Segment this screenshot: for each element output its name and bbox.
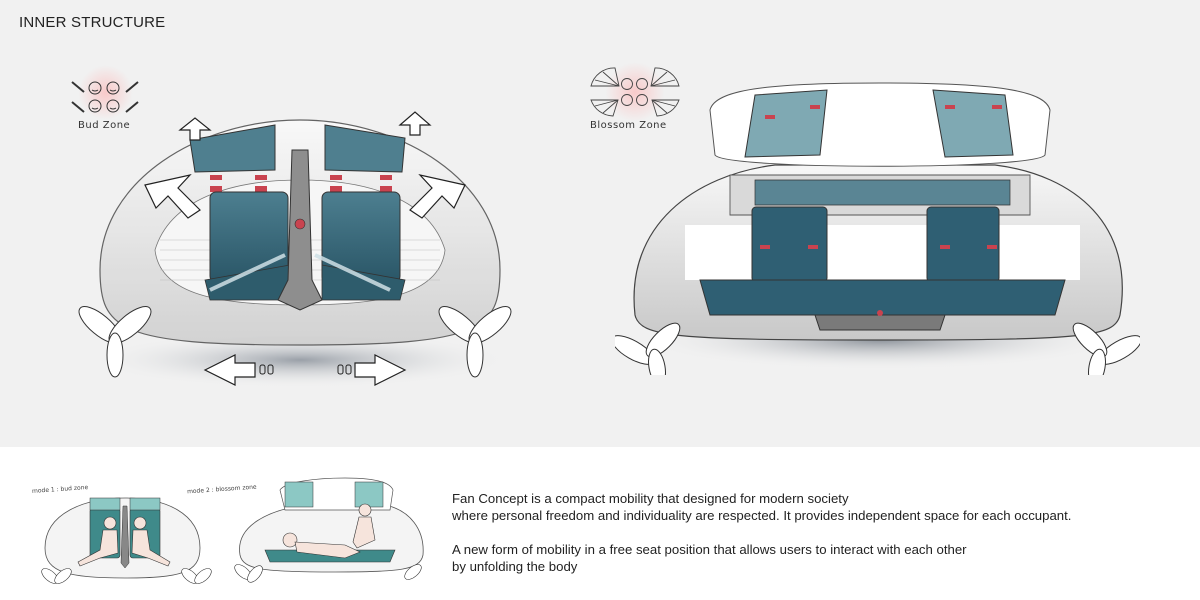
glow-decoration <box>78 65 133 120</box>
bud-zone-badge: Bud Zone <box>60 65 150 135</box>
arrow-up-left-icon <box>178 117 212 141</box>
thumbnail-mode1: mode 1 : bud zone <box>30 478 220 590</box>
description-line: Fan Concept is a compact mobility that d… <box>452 491 849 506</box>
arrow-up-right-icon <box>398 111 432 136</box>
description-line: A new form of mobility in a free seat po… <box>452 542 967 557</box>
description-line: where personal freedom and individuality… <box>452 508 1072 523</box>
arrow-right-icon <box>354 354 407 386</box>
blossom-zone-occupants-sketch <box>234 477 424 583</box>
arrow-left-icon <box>203 354 256 386</box>
blossom-zone-interior-sketch <box>615 82 1140 375</box>
concept-description: Fan Concept is a compact mobility that d… <box>452 490 1071 575</box>
fan-left <box>78 306 152 378</box>
blossom-zone-label: Blossom Zone <box>590 120 667 131</box>
page-title: INNER STRUCTURE <box>19 14 166 31</box>
bud-zone-occupants-sketch <box>41 497 212 584</box>
arrow-diag-left-icon <box>144 173 201 219</box>
blossom-zone-badge: Blossom Zone <box>585 62 685 137</box>
thumbnail-mode2: mode 2 : blossom zone <box>185 470 425 590</box>
four-faces-with-fans-open-icon <box>590 67 680 117</box>
glow-decoration <box>605 62 665 122</box>
fan-right <box>438 306 512 378</box>
description-line: by unfolding the body <box>452 559 578 574</box>
ground-shadow <box>90 332 510 388</box>
bud-zone-label: Bud Zone <box>78 120 131 131</box>
four-faces-with-fans-closed-icon <box>71 81 139 113</box>
bud-zone-interior-sketch <box>78 111 512 388</box>
arrow-diag-right-icon <box>409 173 466 219</box>
